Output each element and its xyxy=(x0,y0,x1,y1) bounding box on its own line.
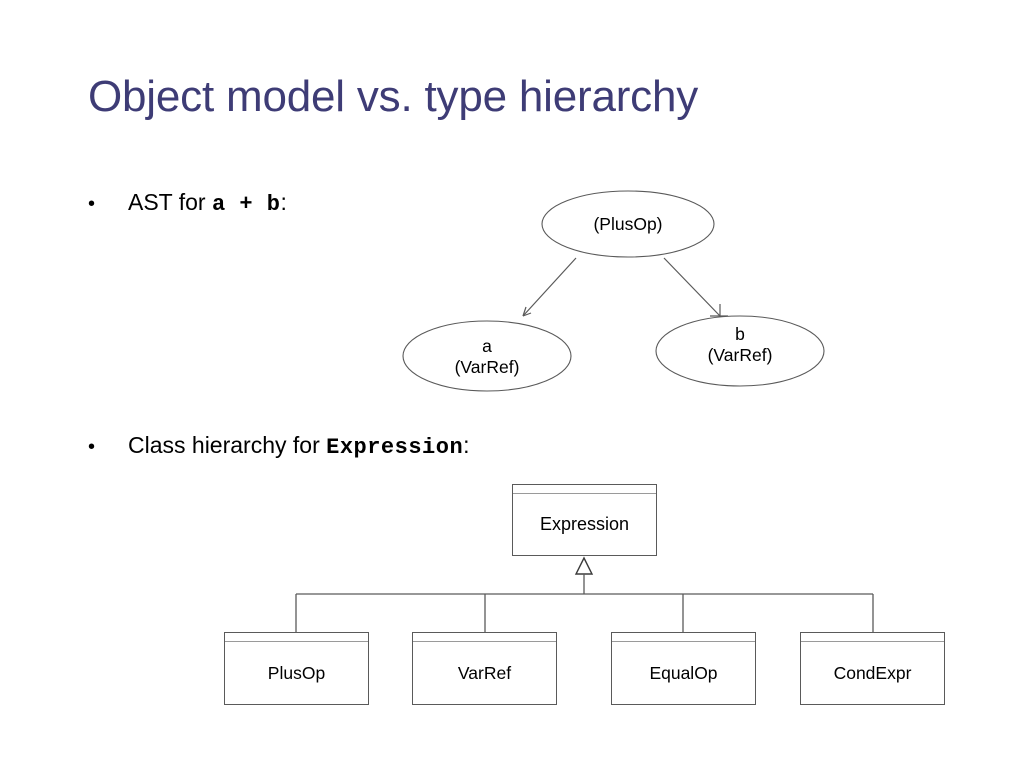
class-box-strip xyxy=(225,633,368,642)
ast-node-left-line2: (VarRef) xyxy=(455,357,520,377)
bullet-marker-icon: • xyxy=(88,436,96,458)
ast-node-right-line2: (VarRef) xyxy=(708,345,773,365)
ast-edge-root-to-left xyxy=(522,257,577,317)
bullet-marker-icon: • xyxy=(88,193,96,215)
class-box-condexpr[interactable]: CondExpr xyxy=(800,632,945,705)
page-title: Object model vs. type hierarchy xyxy=(88,72,699,121)
bullet-class-hierarchy: • Class hierarchy for Expression: xyxy=(88,430,470,463)
class-box-strip xyxy=(413,633,556,642)
ast-node-right: b (VarRef) xyxy=(655,315,825,387)
class-box-equalop-label: EqualOp xyxy=(649,662,718,683)
class-box-strip xyxy=(801,633,944,642)
ast-node-root-ellipse xyxy=(541,190,715,258)
bullet-ast-prefix: AST for xyxy=(128,189,212,215)
class-box-varref-label: VarRef xyxy=(457,662,512,683)
ast-node-left-ellipse xyxy=(402,320,572,392)
ast-diagram-canvas: (PlusOp) a (VarRef) b (VarRef) xyxy=(402,190,825,392)
class-hierarchy-diagram: Expression PlusOp VarRef EqualOp CondExp… xyxy=(0,470,1024,720)
ast-diagram: (PlusOp) a (VarRef) b (VarRef) xyxy=(380,180,850,405)
class-box-plusop[interactable]: PlusOp xyxy=(224,632,369,705)
class-box-strip xyxy=(513,485,656,494)
bullet-ast-code: a + b xyxy=(211,192,281,217)
ast-node-left: a (VarRef) xyxy=(402,320,572,392)
class-box-expression[interactable]: Expression xyxy=(512,484,657,556)
class-box-plusop-label: PlusOp xyxy=(267,662,326,683)
bullet-ast: • AST for a + b: xyxy=(88,187,287,220)
generalization-triangle-icon xyxy=(574,556,594,575)
class-box-strip xyxy=(612,633,755,642)
ast-node-left-line1: a xyxy=(482,336,492,356)
ast-node-root: (PlusOp) xyxy=(541,190,715,258)
ast-node-right-line1: b xyxy=(735,324,745,344)
bullet-class-suffix: : xyxy=(463,432,470,458)
class-box-expression-label: Expression xyxy=(539,514,630,534)
bullet-class-prefix: Class hierarchy for xyxy=(128,432,327,458)
ast-node-right-ellipse xyxy=(655,315,825,387)
ast-edge-root-to-right xyxy=(663,257,728,317)
bullet-ast-suffix: : xyxy=(280,189,287,215)
class-box-condexpr-label: CondExpr xyxy=(833,662,912,683)
bullet-class-code: Expression xyxy=(326,435,464,460)
class-box-equalop[interactable]: EqualOp xyxy=(611,632,756,705)
class-box-varref[interactable]: VarRef xyxy=(412,632,557,705)
ast-node-root-label: (PlusOp) xyxy=(593,214,662,234)
